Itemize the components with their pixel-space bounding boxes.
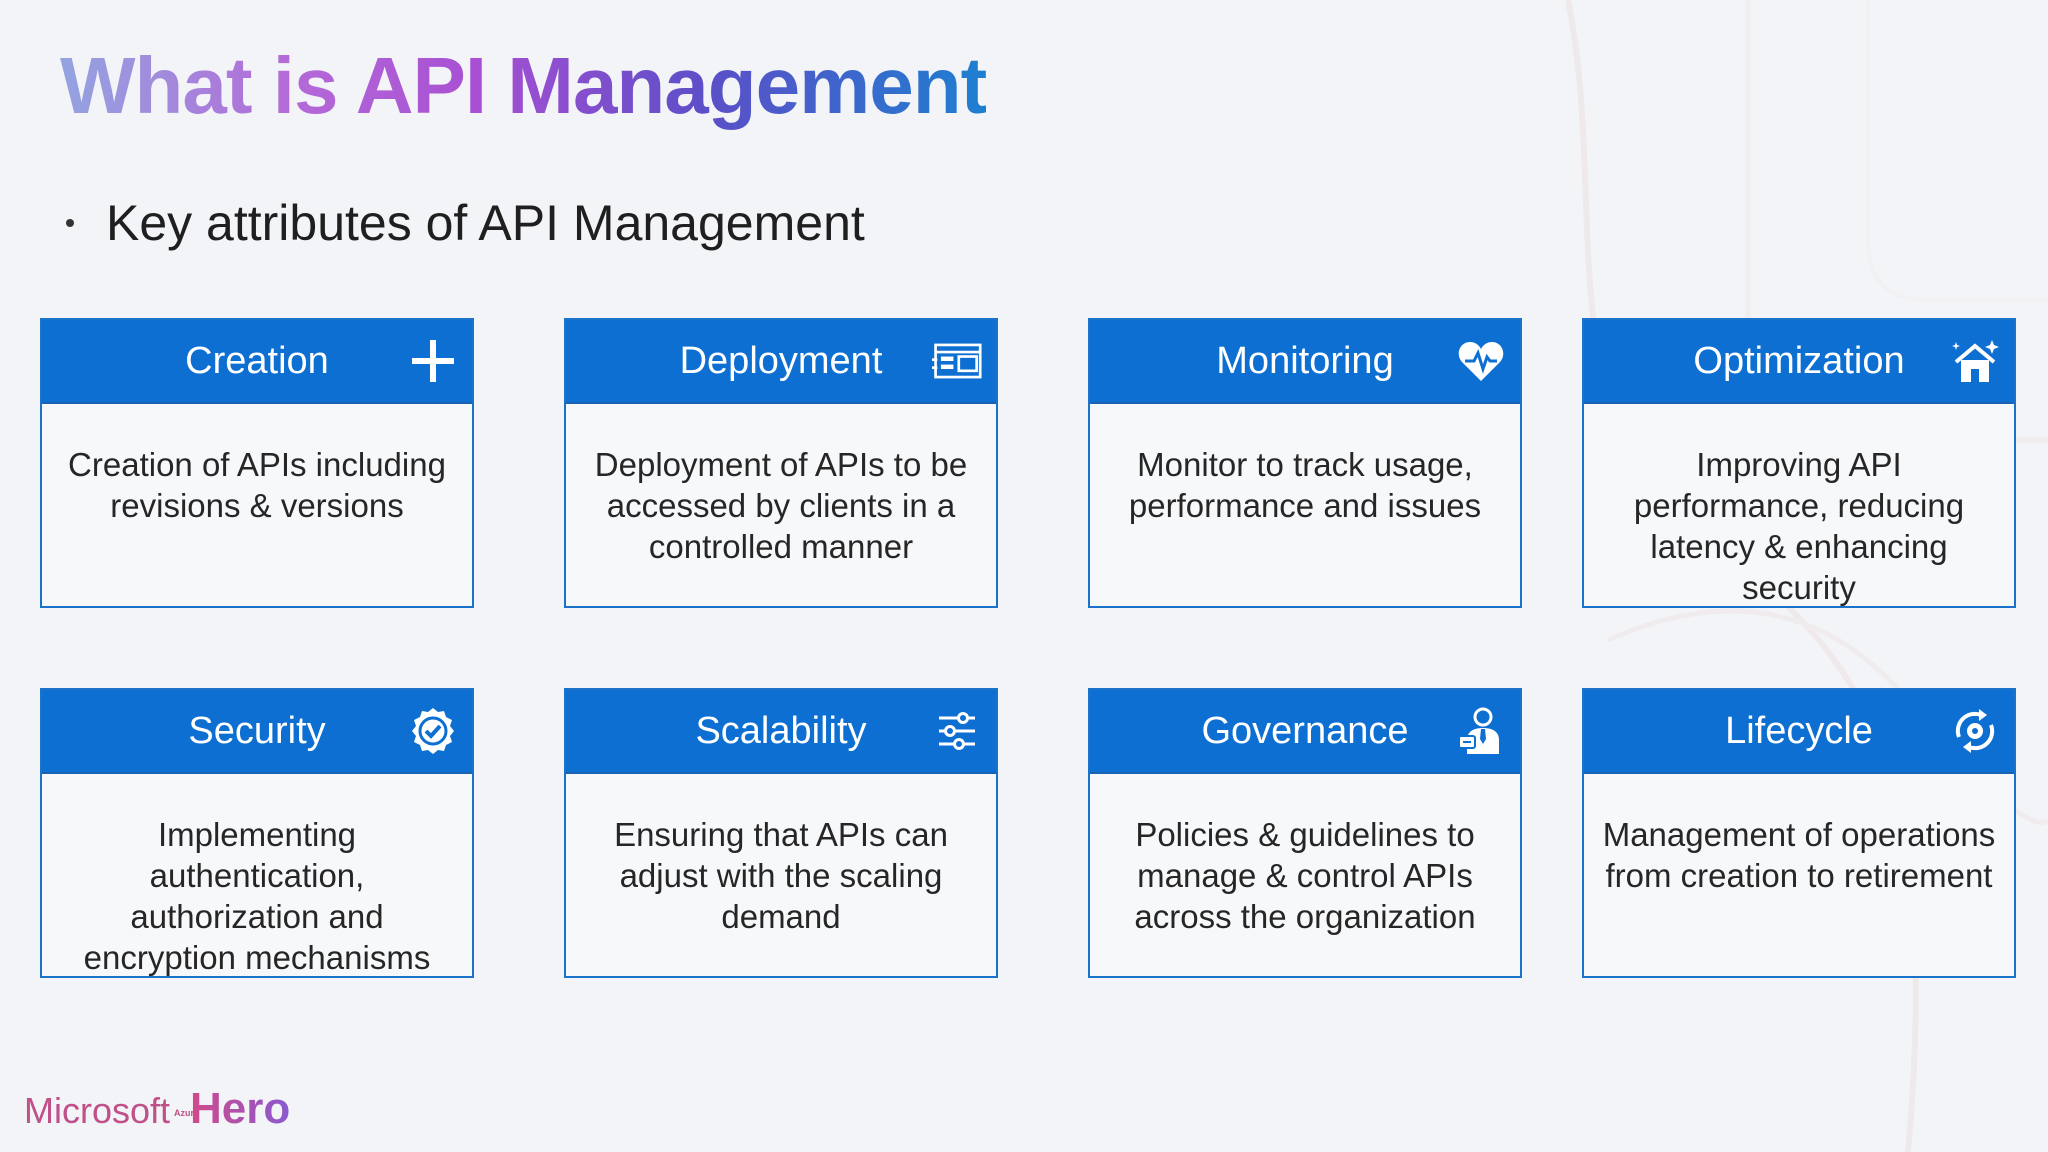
house-sparkle-icon (1950, 336, 2000, 386)
person-tie-icon (1456, 706, 1506, 756)
card-title: Governance (1201, 709, 1409, 752)
card-header: Lifecycle (1584, 690, 2014, 774)
card-title: Scalability (695, 709, 867, 752)
slide-title: What is API Management (60, 41, 987, 130)
card-optimization: Optimization Improving API performance, … (1582, 318, 2016, 608)
card-header: Creation (42, 320, 472, 404)
card-header: Governance (1090, 690, 1520, 774)
card-governance: Governance Policies & guidelines to mana… (1088, 688, 1522, 978)
card-header: Deployment (566, 320, 996, 404)
verified-badge-icon (408, 706, 458, 756)
card-header: Scalability (566, 690, 996, 774)
card-lifecycle: Lifecycle Management of operations from … (1582, 688, 2016, 978)
card-title: Security (188, 709, 326, 752)
bullet-dot-icon (66, 218, 74, 227)
card-header: Optimization (1584, 320, 2014, 404)
card-creation: Creation Creation of APIs including revi… (40, 318, 474, 608)
card-description: Deployment of APIs to be accessed by cli… (594, 446, 968, 565)
logo-product: Hero (190, 1084, 291, 1133)
logo-brand: Microsoft (24, 1090, 171, 1131)
card-scalability: Scalability Ensuring that APIs can adjus… (564, 688, 998, 978)
sliders-icon (932, 706, 982, 756)
card-description: Policies & guidelines to manage & contro… (1134, 816, 1476, 935)
card-title: Monitoring (1216, 339, 1394, 382)
card-security: Security Implementing authentication, au… (40, 688, 474, 978)
card-description: Management of operations from creation t… (1602, 816, 1996, 894)
card-description: Creation of APIs including revisions & v… (68, 446, 446, 524)
card-description: Monitor to track usage, performance and … (1128, 446, 1482, 524)
card-description: Implementing authentication, authorizati… (83, 816, 431, 976)
bullet-point: Key attributes of API Management (66, 194, 865, 252)
card-description: Improving API performance, reducing late… (1633, 446, 1965, 606)
lifecycle-cycle-icon (1950, 706, 2000, 756)
card-deployment: Deployment Deployment of APIs to be acce… (564, 318, 998, 608)
logo-badge: Azure (174, 1107, 200, 1118)
plus-icon (408, 336, 458, 386)
heartbeat-icon (1456, 336, 1506, 386)
card-header: Monitoring (1090, 320, 1520, 404)
bullet-text: Key attributes of API Management (106, 195, 865, 251)
card-description: Ensuring that APIs can adjust with the s… (614, 816, 948, 935)
card-title: Optimization (1693, 339, 1905, 382)
card-monitoring: Monitoring Monitor to track usage, perfo… (1088, 318, 1522, 608)
card-title: Creation (185, 339, 329, 382)
deployment-window-icon (932, 336, 982, 386)
card-header: Security (42, 690, 472, 774)
card-title: Lifecycle (1725, 709, 1873, 752)
card-title: Deployment (679, 339, 883, 382)
